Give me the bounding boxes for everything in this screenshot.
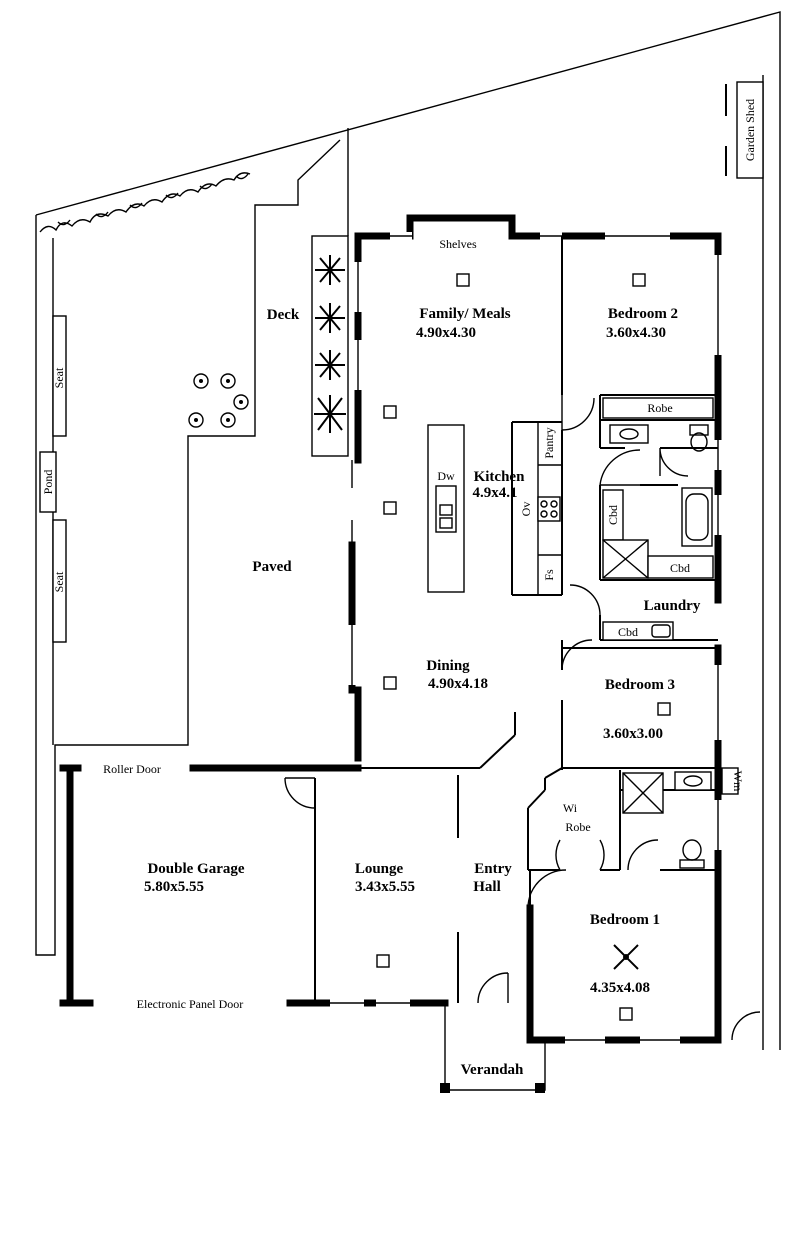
- garden-shed: Garden Shed: [725, 81, 764, 179]
- windows: [330, 232, 723, 1045]
- bedroom1-name: Bedroom 1: [590, 912, 660, 928]
- bedroom2-dims: 3.60x4.30: [606, 325, 666, 341]
- bedroom3-name: Bedroom 3: [605, 677, 675, 693]
- laundry-cbd-label: Cbd: [618, 625, 638, 639]
- pond-label: Pond: [41, 470, 55, 495]
- paved-label: Paved: [252, 559, 292, 575]
- plant-icons: [188, 373, 249, 428]
- doors: [284, 395, 761, 1041]
- lounge-dims: 3.43x5.55: [355, 879, 415, 895]
- fridge-space-label: Fs: [542, 569, 556, 581]
- dishwasher-label: Dw: [437, 469, 455, 483]
- kitchen-fixtures: Dw Pantry Ov Fs: [427, 422, 562, 595]
- bath-cbd-label: Cbd: [670, 561, 690, 575]
- dining-name: Dining: [426, 658, 470, 674]
- kitchen-dims: 4.9x4.1: [473, 485, 518, 501]
- seat-label-top: Seat: [52, 367, 66, 388]
- wet-area-fixtures: Robe Cbd Cbd Cbd Wm: [602, 397, 745, 869]
- washing-machine-label: Wm: [731, 771, 745, 792]
- kitchen-name: Kitchen: [474, 469, 525, 485]
- lounge-name: Lounge: [355, 861, 404, 877]
- garden-furniture: Seat Pond Seat: [39, 315, 67, 643]
- seat-label-bottom: Seat: [52, 571, 66, 592]
- oven-label: Ov: [519, 502, 533, 517]
- electronic-panel-door-label: Electronic Panel Door: [137, 997, 244, 1011]
- room-labels: Shelves Family/ Meals 4.90x4.30 Bedroom …: [103, 237, 701, 1011]
- ensuite-cbd-label: Cbd: [606, 505, 620, 525]
- family-meals-name: Family/ Meals: [419, 306, 510, 322]
- verandah-label: Verandah: [461, 1062, 524, 1078]
- bedroom1-dims: 4.35x4.08: [590, 980, 650, 996]
- dining-dims: 4.90x4.18: [428, 676, 488, 692]
- pantry-label: Pantry: [542, 427, 556, 458]
- ceiling-fixtures: [376, 273, 671, 1021]
- deck-planter: [311, 235, 349, 457]
- bed2-robe-label: Robe: [647, 401, 672, 415]
- shelves-label: Shelves: [439, 237, 477, 251]
- laundry-name: Laundry: [644, 598, 701, 614]
- entry-hall-line2: Hall: [473, 879, 501, 895]
- family-meals-dims: 4.90x4.30: [416, 325, 476, 341]
- roller-door-label: Roller Door: [103, 762, 161, 776]
- deck-label: Deck: [267, 307, 300, 323]
- walk-in-label: Wi: [563, 801, 578, 815]
- double-garage-dims: 5.80x5.55: [144, 879, 204, 895]
- garden-shed-label: Garden Shed: [743, 99, 757, 161]
- double-garage-name: Double Garage: [147, 861, 244, 877]
- walk-in-robe-label: Robe: [565, 820, 590, 834]
- hedge: [39, 172, 251, 233]
- bedroom2-name: Bedroom 2: [608, 306, 678, 322]
- bedroom3-dims: 3.60x3.00: [603, 726, 663, 742]
- verandah: Verandah: [440, 1003, 546, 1093]
- entry-hall-line1: Entry: [474, 861, 512, 877]
